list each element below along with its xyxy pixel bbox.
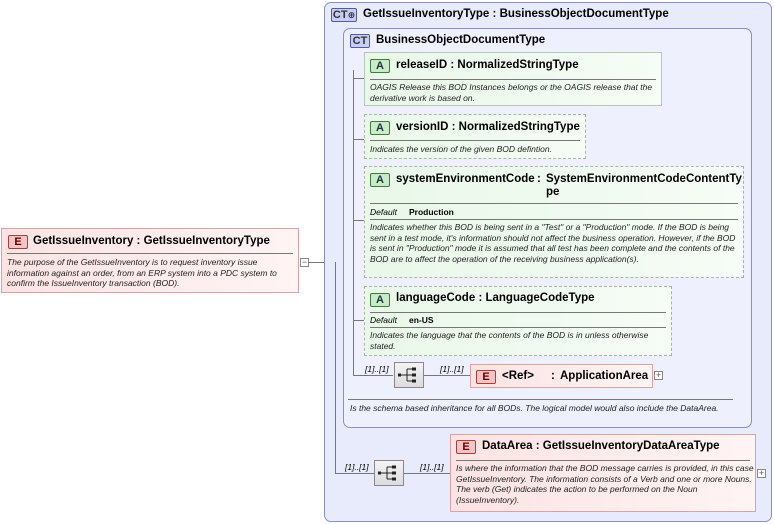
attribute-description: OAGIS Release this BOD Instances belongs… — [370, 82, 653, 103]
attribute-language-code[interactable]: A languageCode : LanguageCodeType Defaul… — [364, 286, 672, 356]
element-badge: E — [456, 440, 476, 454]
element-separator: : — [551, 370, 555, 382]
attribute-release-id[interactable]: A releaseID : NormalizedStringType OAGIS… — [364, 52, 662, 106]
attribute-separator: : — [451, 121, 456, 133]
attribute-separator: : — [450, 59, 455, 71]
attribute-title: languageCode : LanguageCodeType — [396, 292, 595, 304]
cardinality-label: [1]..[1] — [345, 462, 369, 472]
element-separator: : — [535, 440, 540, 452]
attribute-title: versionID : NormalizedStringType — [396, 121, 580, 133]
attribute-type: NormalizedStringType — [458, 121, 580, 133]
attribute-type-line2: pe — [546, 186, 560, 198]
divider — [370, 312, 666, 313]
attribute-badge: A — [370, 121, 390, 135]
attribute-name: languageCode — [396, 292, 476, 304]
connector-line — [353, 320, 365, 321]
sequence-compositor[interactable] — [394, 362, 424, 388]
attribute-type: LanguageCodeType — [485, 292, 595, 304]
element-badge: E — [476, 370, 496, 384]
expand-toggle[interactable]: + — [654, 370, 663, 380]
default-label: Default — [370, 207, 397, 217]
sequence-compositor[interactable] — [374, 460, 404, 486]
root-element-box[interactable]: E GetIssueInventory : GetIssueInventoryT… — [1, 228, 299, 293]
attribute-separator: : — [537, 173, 541, 185]
connector-line — [309, 262, 325, 263]
collapse-toggle[interactable]: − — [300, 257, 309, 267]
element-name: ApplicationArea — [560, 370, 649, 382]
divider — [370, 140, 580, 141]
inner-type-title: BusinessObjectDocumentType — [376, 34, 546, 46]
connector-line — [353, 375, 393, 376]
root-element-description: The purpose of the GetIssueInventory is … — [7, 257, 277, 288]
connector-line — [353, 70, 354, 375]
connector-line — [404, 473, 450, 474]
connector-line — [335, 262, 336, 474]
outer-type-base: BusinessObjectDocumentType — [499, 8, 669, 20]
attribute-description: Indicates the language that the contents… — [370, 330, 649, 351]
divider — [348, 399, 733, 400]
attribute-name: systemEnvironmentCode — [396, 173, 535, 185]
element-badge: E — [8, 235, 28, 249]
root-element-type: GetIssueInventoryType — [143, 235, 270, 247]
divider — [370, 203, 738, 204]
root-element-separator: : — [136, 235, 141, 247]
divider — [370, 79, 656, 80]
attribute-title: releaseID : NormalizedStringType — [396, 59, 579, 71]
connector-line — [335, 473, 375, 474]
element-description: Is where the information that the BOD me… — [456, 463, 754, 505]
cardinality-label: [1]..[1] — [365, 364, 389, 374]
inner-type-description: Is the schema based inheritance for all … — [350, 403, 719, 413]
root-element-name: GetIssueInventory — [33, 235, 134, 247]
sequence-icon — [378, 465, 396, 481]
sequence-icon — [398, 367, 416, 383]
divider — [370, 219, 738, 220]
data-area-element[interactable]: E DataArea : GetIssueInventoryDataAreaTy… — [450, 434, 756, 512]
attribute-name: versionID — [396, 121, 449, 133]
attribute-type: SystemEnvironmentCodeContentTy pe — [546, 173, 742, 199]
element-type: GetIssueInventoryDataAreaType — [542, 440, 720, 452]
root-element-title: GetIssueInventory : GetIssueInventoryTyp… — [33, 235, 270, 247]
outer-type-name: GetIssueInventoryType — [363, 8, 490, 20]
element-ref: <Ref> — [502, 370, 534, 382]
attribute-description: Indicates whether this BOD is being sent… — [370, 222, 736, 264]
connector-line — [353, 220, 365, 221]
default-label: Default — [370, 315, 397, 325]
divider — [456, 460, 750, 461]
attribute-separator: : — [478, 292, 483, 304]
complex-type-badge: CT⊕ — [331, 8, 357, 22]
attribute-badge: A — [370, 59, 390, 73]
badge-text: CT — [332, 9, 348, 21]
expand-toggle[interactable]: + — [757, 468, 766, 478]
application-area-element[interactable]: E <Ref> : ApplicationArea — [470, 364, 653, 388]
connector-line — [353, 78, 365, 79]
divider — [370, 327, 666, 328]
divider — [7, 253, 293, 254]
outer-type-separator: : — [492, 8, 497, 20]
element-name: DataArea — [482, 440, 533, 452]
outer-type-title: GetIssueInventoryType : BusinessObjectDo… — [363, 8, 669, 20]
connector-line — [424, 375, 470, 376]
element-title: DataArea : GetIssueInventoryDataAreaType — [482, 440, 720, 452]
attribute-name: releaseID — [396, 59, 448, 71]
cardinality-label: [1]..[1] — [440, 364, 464, 374]
attribute-type: NormalizedStringType — [457, 59, 579, 71]
default-value: en-US — [409, 315, 434, 325]
cardinality-label: [1]..[1] — [420, 462, 444, 472]
attribute-badge: A — [370, 173, 390, 187]
attribute-version-id[interactable]: A versionID : NormalizedStringType Indic… — [364, 114, 586, 159]
attribute-system-environment-code[interactable]: A systemEnvironmentCode : SystemEnvironm… — [364, 166, 744, 278]
complex-type-badge: CT — [350, 34, 370, 48]
connector-line — [353, 139, 365, 140]
default-value: Production — [409, 207, 454, 217]
attribute-description: Indicates the version of the given BOD d… — [370, 144, 552, 154]
attribute-type-line1: SystemEnvironmentCodeContentTy — [546, 173, 742, 185]
attribute-badge: A — [370, 293, 390, 307]
